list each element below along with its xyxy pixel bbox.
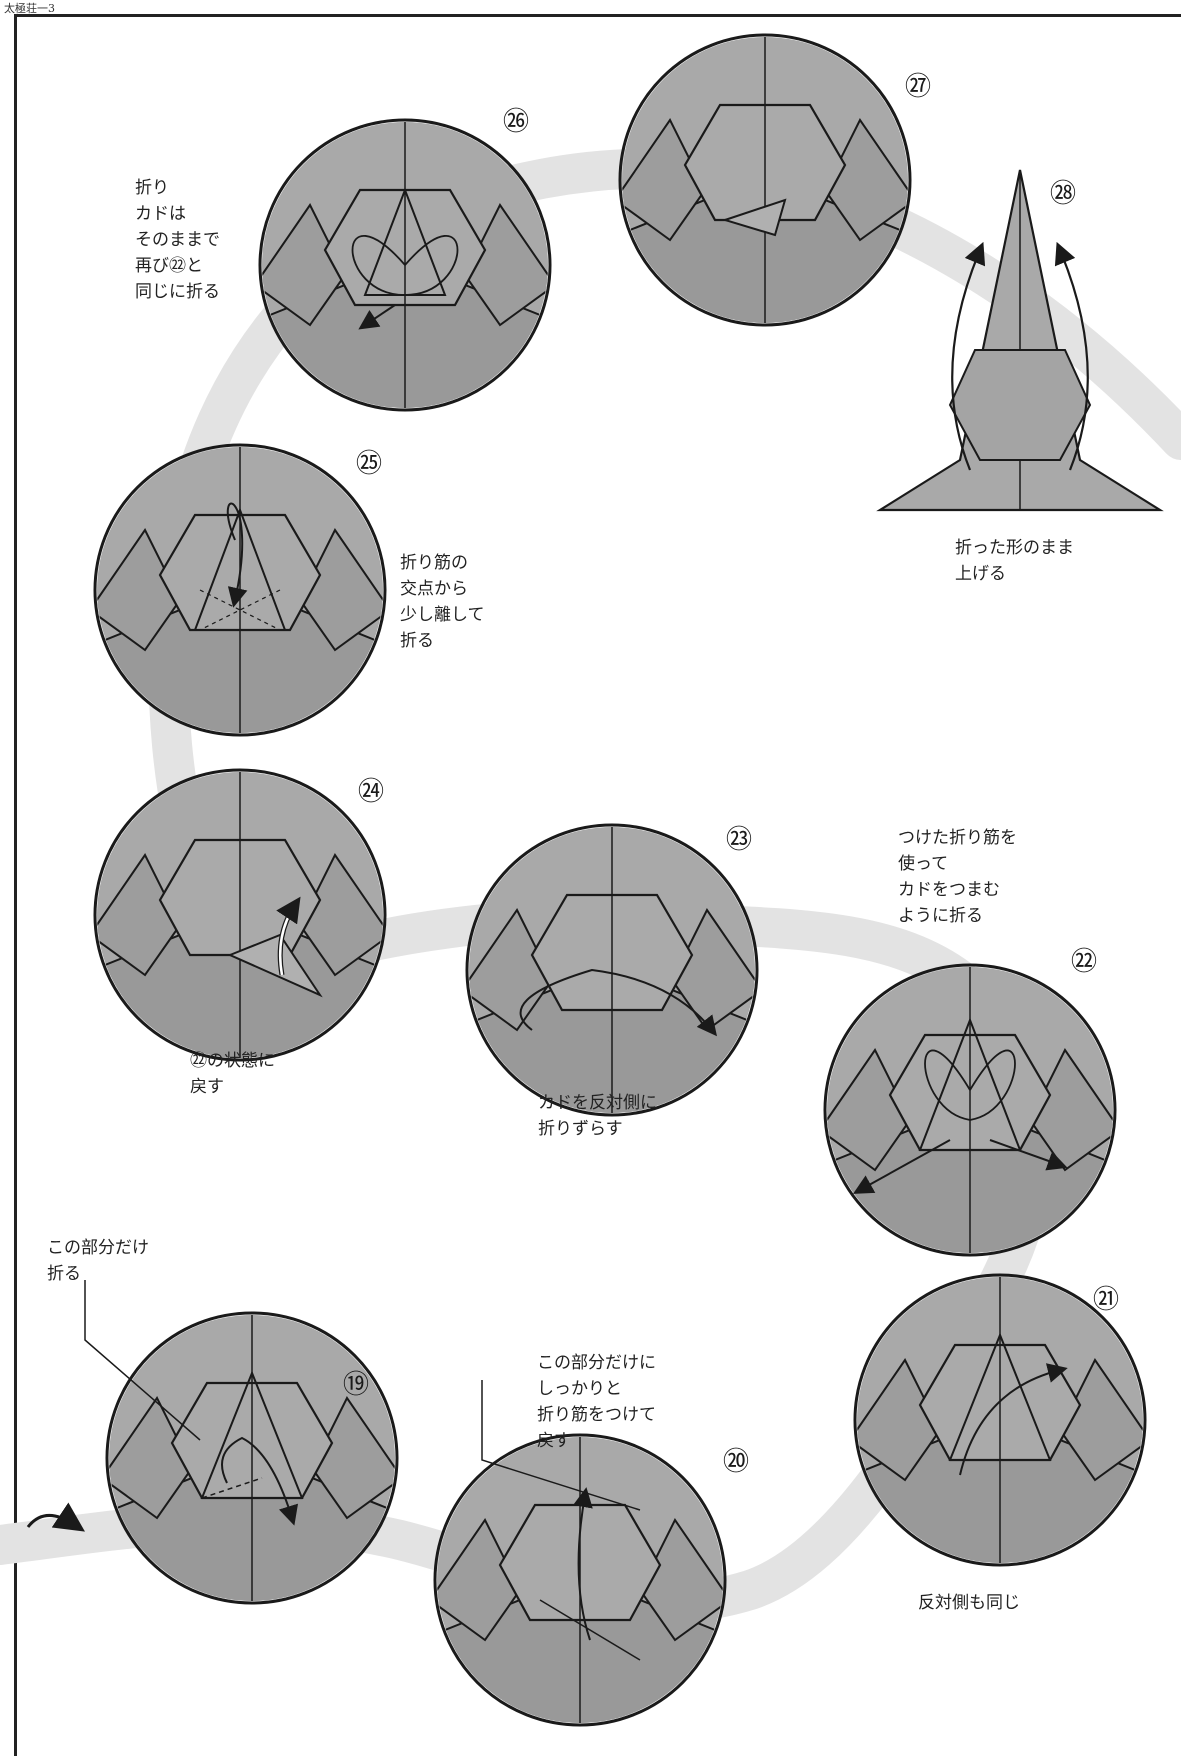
step-20-number: ⑳ (723, 1447, 749, 1477)
step-20-caption: この部分だけに しっかりと 折り筋をつけて 戻す (537, 1353, 656, 1451)
step-26-caption: 折り カドは そのままで 再び㉒と 同じに折る (135, 178, 220, 302)
step-26-number: ㉖ (503, 107, 529, 137)
step-20-leader (481, 1380, 641, 1511)
step-22-model (810, 950, 1130, 1270)
step-25-caption: 折り筋の 交点から 少し離して 折る (400, 553, 485, 651)
step-24-caption: ㉒の状態に 戻す (190, 1051, 275, 1097)
step-19-leader (84, 1280, 201, 1441)
step-20-model (420, 1420, 740, 1740)
step-27-model (605, 20, 925, 340)
step-19-number: ⑲ (343, 1370, 369, 1400)
incoming-arrow-icon (26, 1502, 85, 1532)
page-frame (14, 14, 1181, 1756)
step-24-number: ㉔ (358, 777, 384, 807)
step-23-model (452, 810, 772, 1130)
step-21-number: ㉑ (1093, 1285, 1119, 1315)
step-24-model (80, 755, 400, 1075)
step-28-number: ㉘ (1050, 179, 1076, 209)
step-19-caption: この部分だけ 折る (47, 1238, 149, 1284)
step-21-model (840, 1260, 1160, 1580)
step-25-model (80, 430, 400, 750)
page-header: 太極荘一3 (4, 2, 55, 15)
step-22-number: ㉒ (1071, 947, 1097, 977)
step-28-model (876, 169, 1164, 512)
step-21-caption: 反対側も同じ (918, 1593, 1020, 1613)
step-27-number: ㉗ (905, 72, 931, 102)
step-19-model (92, 1298, 412, 1618)
step-22-caption: つけた折り筋を 使って カドをつまむ ように折る (898, 828, 1017, 926)
step-23-caption: カドを反対側に 折りずらす (538, 1093, 657, 1139)
step-26-model (245, 105, 565, 425)
step-25-number: ㉕ (356, 449, 382, 479)
step-28-caption: 折った形のまま 上げる (955, 538, 1074, 584)
step-23-number: ㉓ (726, 825, 752, 855)
